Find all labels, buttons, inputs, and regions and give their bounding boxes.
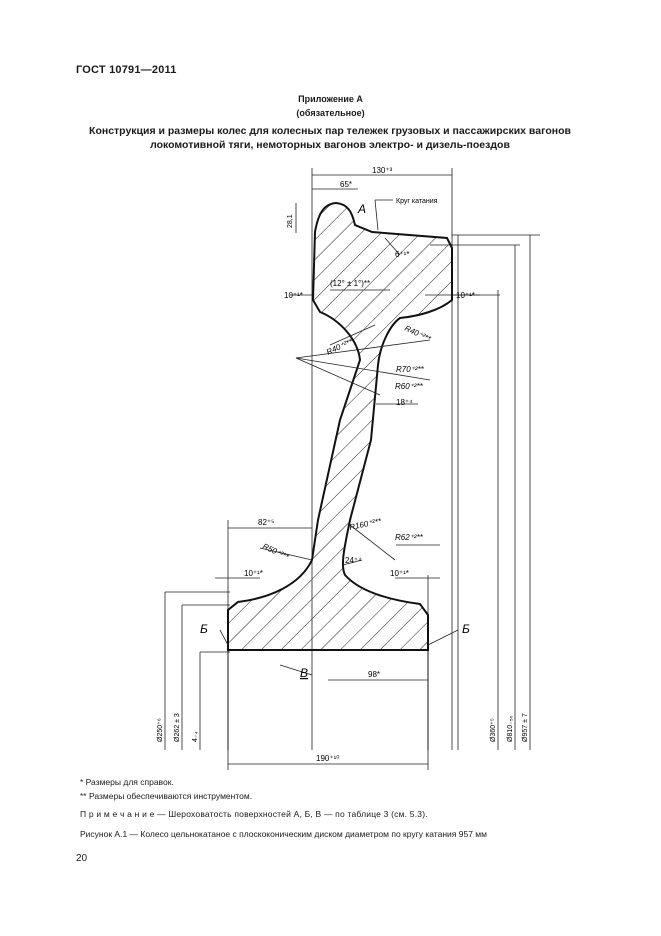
note-reference-sizes: * Размеры для справок.	[80, 777, 174, 787]
radius-leaders	[259, 324, 440, 676]
dimension-lines	[215, 174, 480, 765]
annex-title: Приложение А	[298, 94, 363, 104]
dim-r60: R60⁺²**	[395, 382, 424, 391]
dim-6: 6⁺¹*	[395, 250, 409, 259]
hub-bore	[227, 650, 429, 750]
dim-dia250: Ø250⁺⁶	[157, 718, 164, 742]
dim-r160: R160⁺²**	[349, 516, 383, 532]
annex-status: (обязательное)	[296, 108, 365, 118]
dim-r40-right: R40⁺²**	[403, 324, 433, 344]
surface-v-label: В	[300, 666, 308, 680]
dim-r62: R62⁺²**	[395, 533, 424, 542]
dim-4: 4₋₄	[192, 731, 199, 742]
rolling-circle-label: Круг катания	[396, 198, 438, 205]
dim-r50: R50⁺²**	[261, 542, 291, 562]
surface-b-left-label: Б	[200, 622, 208, 636]
dim-10-bottom-right: 10⁺¹*	[390, 569, 409, 578]
wheel-profile	[227, 201, 453, 651]
note-roughness: П р и м е ч а н и е — Шероховатость пове…	[80, 809, 428, 819]
dim-dia957: Ø957 ± 7	[522, 713, 529, 742]
annex-caption: Конструкция и размеры колес для колесных…	[80, 124, 580, 152]
dim-12-angle: (12° ± 1°)**	[330, 279, 370, 288]
dim-dia810: Ø810₋₅₀	[507, 715, 514, 742]
page-number: 20	[76, 853, 88, 864]
surface-b-right-label: Б	[462, 622, 470, 636]
dim-24: 24⁺⁴	[345, 556, 362, 565]
dim-dia262: Ø262 ± 3	[174, 713, 181, 742]
dim-98: 98*	[368, 670, 380, 679]
dim-10-right: 10⁺¹*	[456, 291, 475, 300]
figure-caption: Рисунок А.1 — Колесо цельнокатаное с пло…	[80, 829, 487, 839]
caption-line-2: локомотивной тяги, немоторных вагонов эл…	[150, 139, 510, 151]
dim-130: 130⁺³	[372, 166, 393, 175]
dim-r40-left: R40⁺²**	[325, 337, 355, 357]
dim-10-bottom-left: 10⁺¹*	[244, 569, 263, 578]
dim-10-left: 10⁺¹*	[284, 291, 303, 300]
dim-dia360: Ø360⁺⁵	[490, 718, 497, 742]
caption-line-1: Конструкция и размеры колес для колесных…	[89, 125, 571, 137]
surface-a-label: А	[357, 202, 366, 216]
dim-82: 82⁺⁵	[258, 518, 274, 527]
dim-190: 190⁺¹⁰	[316, 754, 339, 763]
dim-18: 18⁺⁴	[396, 398, 413, 407]
dim-65: 65*	[340, 180, 352, 189]
document-code: ГОСТ 10791—2011	[76, 64, 177, 76]
dim-r70: R70⁺²**	[396, 365, 425, 374]
dim-28: 28,1	[287, 214, 294, 228]
note-tool-sizes: ** Размеры обеспечиваются инструментом.	[80, 791, 253, 801]
